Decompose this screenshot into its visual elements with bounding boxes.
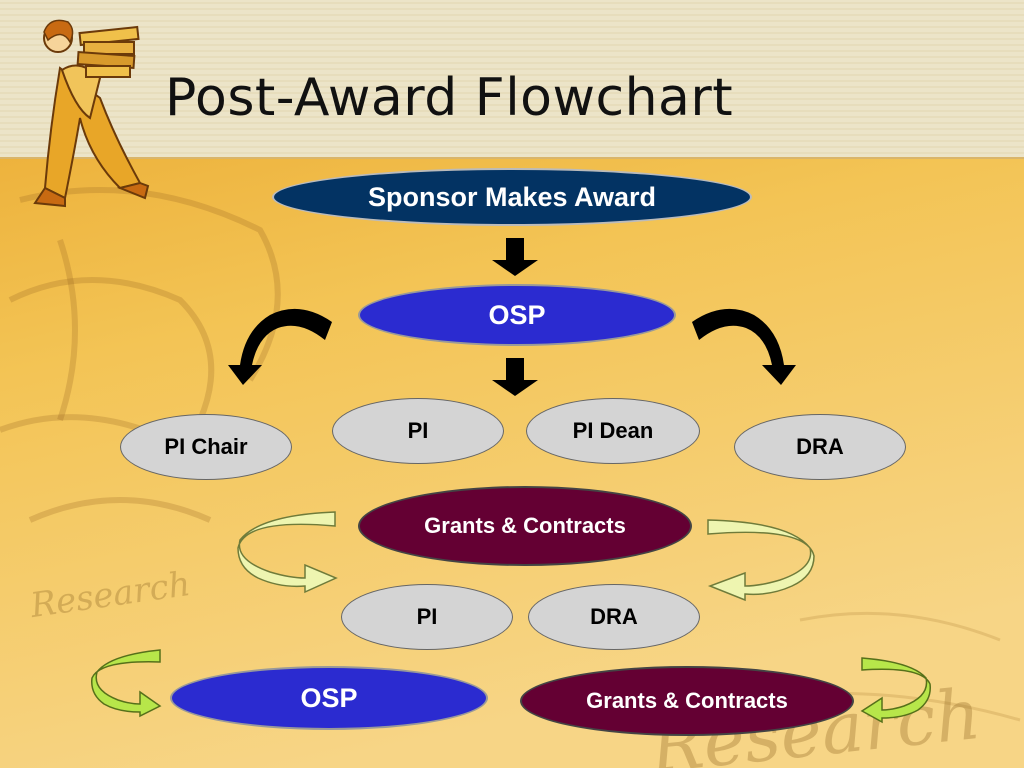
circular-arrow-icon (91, 649, 162, 718)
pi-chair-node: PI Chair (120, 414, 292, 480)
pi-dean-label: PI Dean (572, 418, 654, 443)
pi-lower-node: PI (341, 584, 513, 650)
circular-arrow-icon (860, 657, 931, 724)
down-arrow-icon (492, 238, 538, 276)
pi-chair-label: PI Chair (164, 434, 248, 459)
osp-bottom-node: OSP (170, 666, 488, 730)
down-arrow-icon (492, 358, 538, 396)
slide-title: Post-Award Flowchart (165, 68, 734, 128)
pi-lower-label: PI (416, 604, 438, 629)
dra-upper-node: DRA (734, 414, 906, 480)
osp-top-node: OSP (358, 284, 676, 346)
dra-upper-label: DRA (796, 434, 844, 459)
title-band (0, 0, 1024, 158)
grants-contracts-bottom-label: Grants & Contracts (586, 688, 788, 713)
osp-top-label: OSP (488, 299, 546, 330)
curved-arrow-icon (228, 308, 332, 385)
woman-carrying-books-clipart (33, 19, 150, 208)
dra-lower-label: DRA (590, 604, 638, 629)
grants-contracts-mid-label: Grants & Contracts (424, 513, 626, 538)
circular-arrow-icon (707, 519, 815, 602)
curved-arrow-icon (692, 308, 796, 385)
pi-dean-node: PI Dean (526, 398, 700, 464)
pi-upper-node: PI (332, 398, 504, 464)
dra-lower-node: DRA (528, 584, 700, 650)
circular-arrow-icon (237, 511, 338, 594)
grants-contracts-mid-node: Grants & Contracts (358, 486, 692, 566)
sponsor-makes-award-label: Sponsor Makes Award (367, 181, 657, 212)
pi-upper-label: PI (407, 418, 429, 443)
grants-contracts-bottom-node: Grants & Contracts (520, 666, 854, 736)
osp-bottom-label: OSP (300, 682, 358, 713)
sponsor-makes-award-node: Sponsor Makes Award (272, 168, 752, 226)
